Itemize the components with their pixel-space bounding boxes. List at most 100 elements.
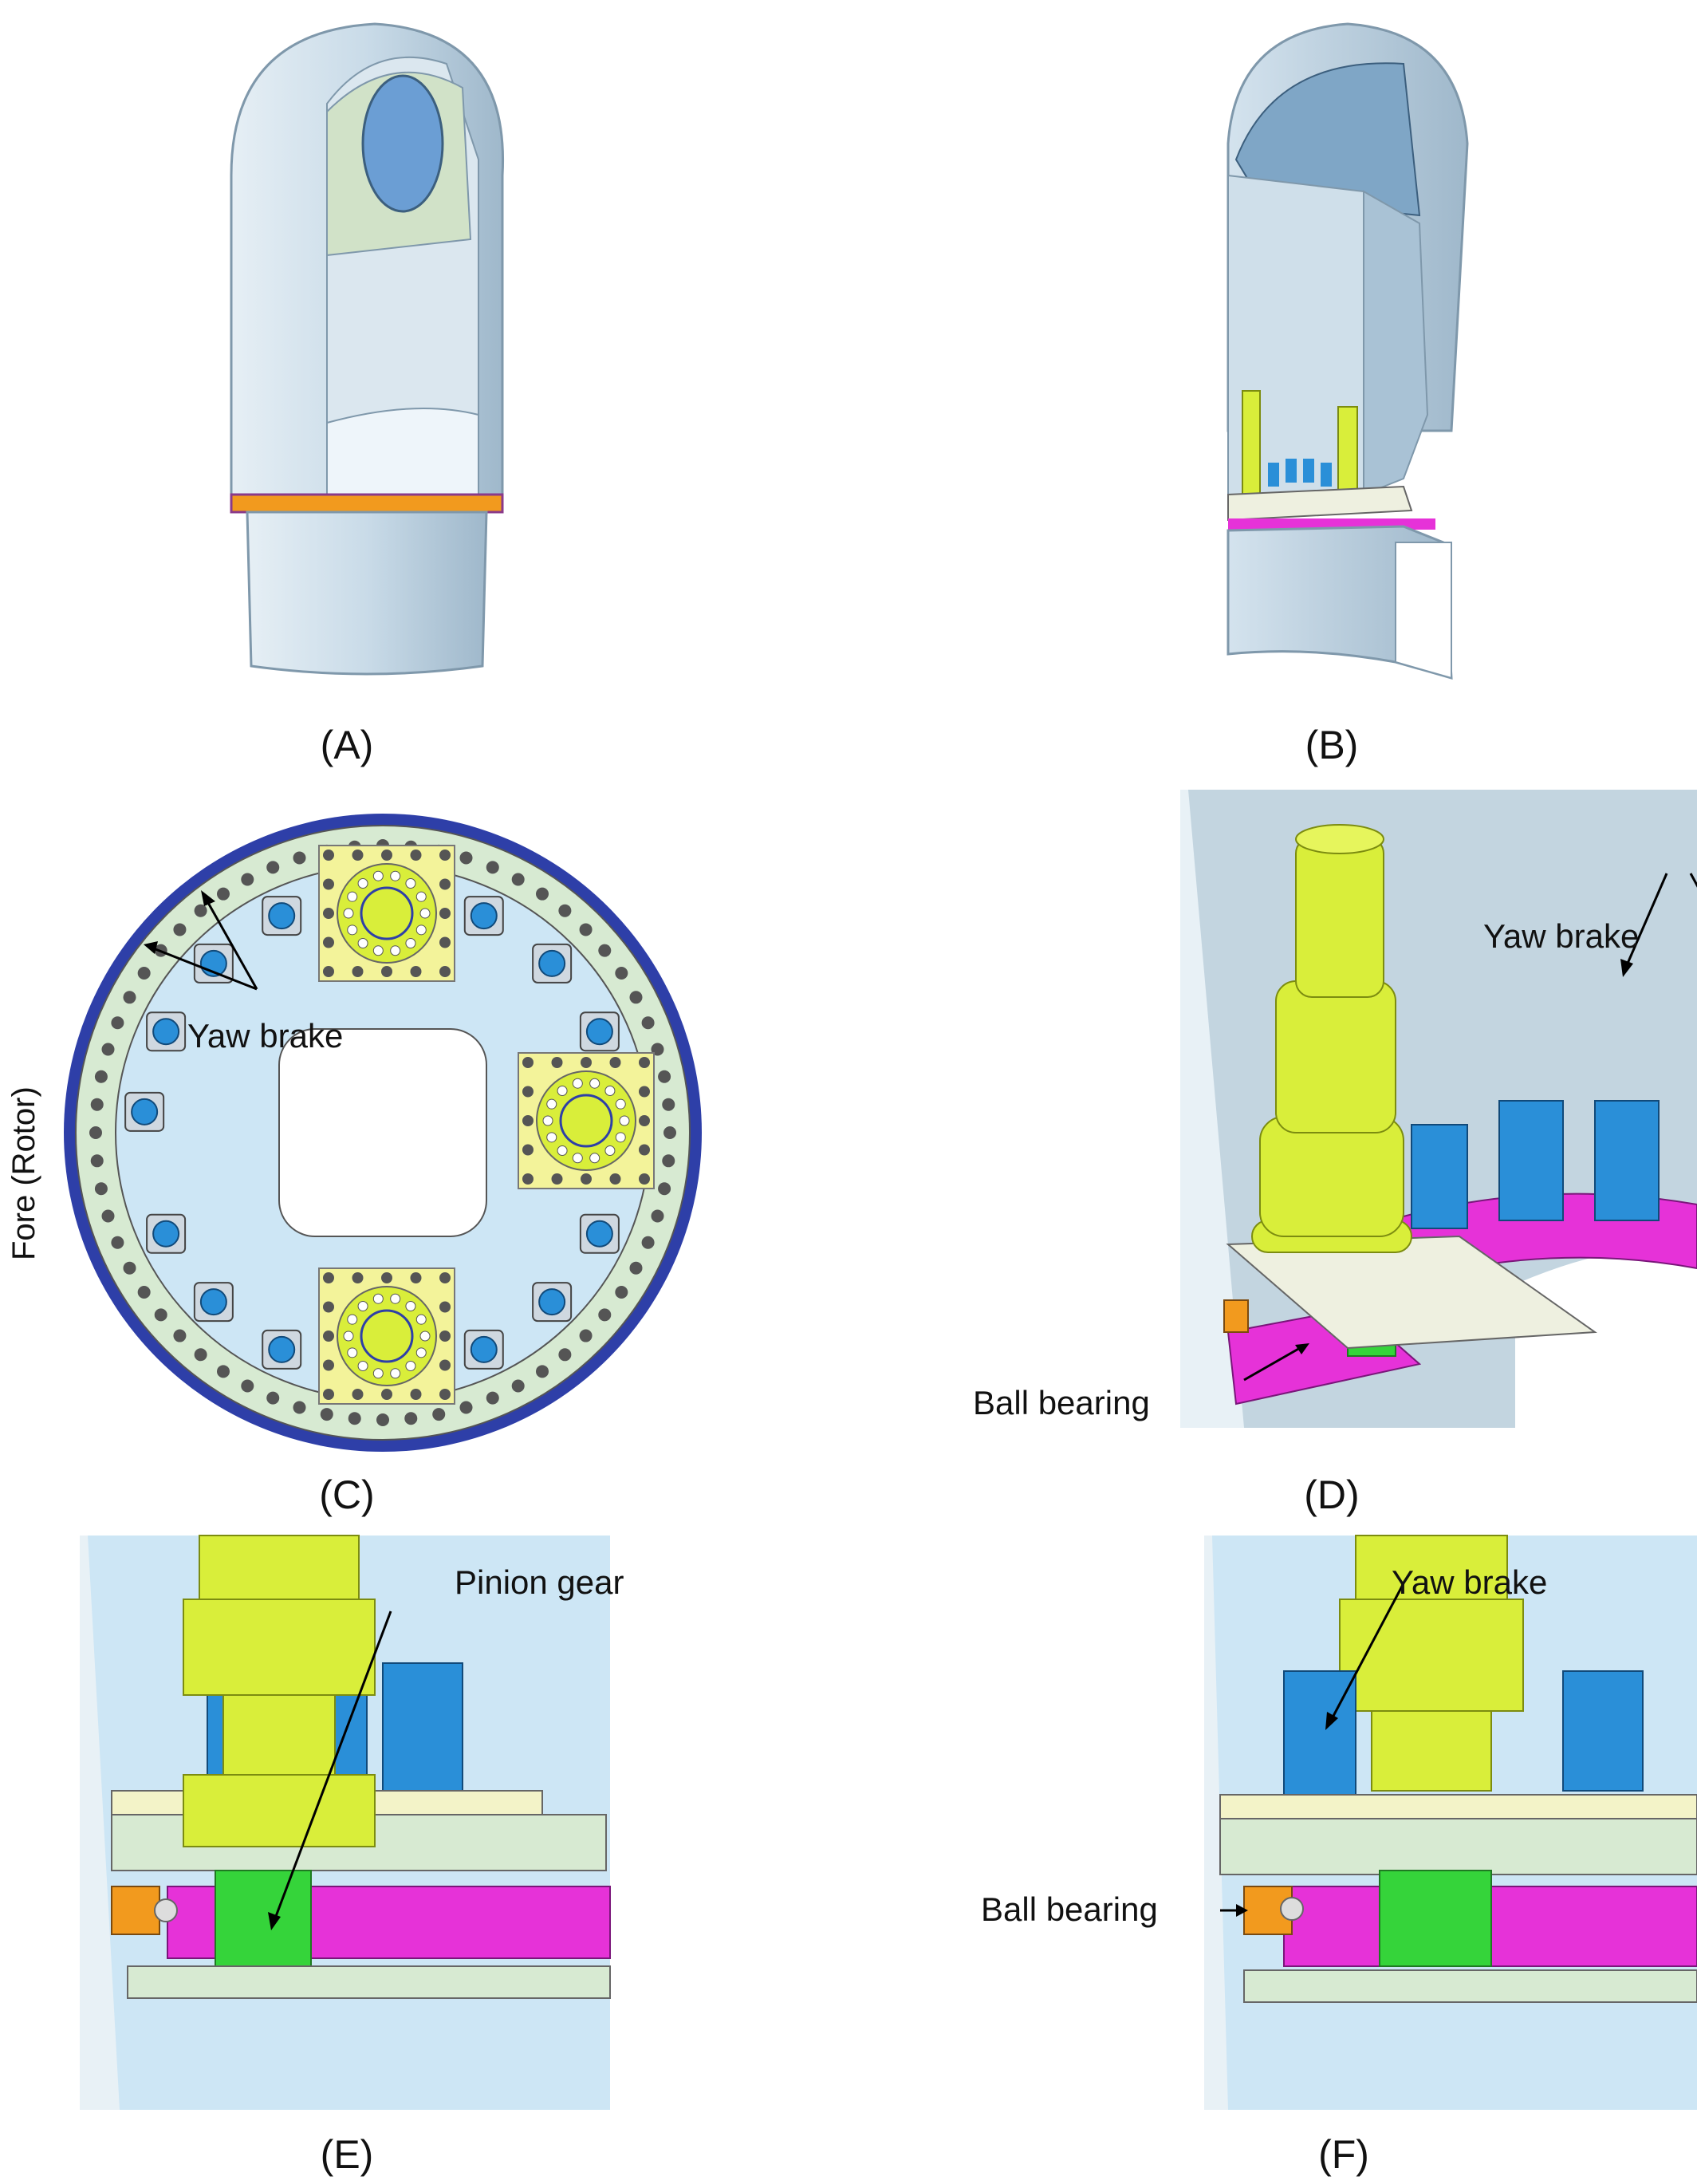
flange-bolt <box>536 887 549 901</box>
flange-bolt <box>651 1209 664 1223</box>
base-plate-e <box>127 1965 611 1999</box>
yaw-brake-unit <box>532 1282 573 1323</box>
yaw-drive-unit <box>318 1267 455 1405</box>
flange-bolt <box>459 851 473 865</box>
ball-bearing-label-d: Ball bearing <box>973 1384 1150 1421</box>
flange-bolt <box>111 1236 124 1249</box>
pinion-gear-section-drawing <box>80 1535 611 2110</box>
nacelle-wall-e <box>80 1536 120 2110</box>
yaw-brake-arrow-1 <box>206 901 258 990</box>
flange-bolt <box>123 1261 136 1275</box>
flange-bolt <box>89 1126 102 1139</box>
flange-bolt <box>101 1209 115 1223</box>
flange-bolt <box>662 1154 675 1168</box>
yaw-brake-unit <box>579 1011 620 1052</box>
panel-b-label: (B) <box>1305 723 1359 767</box>
flange-bolt <box>216 887 230 901</box>
ball-bearing-arrowhead-d <box>1295 1343 1309 1354</box>
nacelle-exterior-drawing <box>230 22 505 676</box>
flange-bolt <box>241 1379 254 1393</box>
cutaway-tower-inner <box>1395 542 1452 680</box>
flange-bolt <box>348 1412 361 1425</box>
cutaway-brake-2 <box>1286 459 1297 483</box>
panel-c-label: (C) <box>319 1472 375 1517</box>
flange-bolt <box>536 1365 549 1378</box>
cutaway-right-wall <box>1363 190 1429 496</box>
panel-f-label: (F) <box>1318 2132 1369 2177</box>
flange-bolt-ring <box>89 839 676 1426</box>
cutaway-drive-left <box>1242 390 1261 495</box>
ball-bearing-label-f: Ball bearing <box>981 1890 1158 1928</box>
panel-e <box>80 1535 611 2110</box>
drive-f-top <box>1355 1535 1508 1600</box>
flange-f <box>1219 1818 1697 1875</box>
brake-d-3 <box>1594 1100 1660 1221</box>
yaw-drive-unit <box>518 1052 655 1189</box>
nacelle-cutaway-drawing <box>1226 22 1469 680</box>
ball-bearing-arrow-d <box>1243 1346 1301 1382</box>
drive-e-collar <box>183 1774 376 1847</box>
cutaway-top-opening <box>1234 62 1421 217</box>
flange-bolt <box>629 1261 643 1275</box>
drive-e-mid <box>183 1599 376 1696</box>
nacelle-cutout <box>326 408 479 495</box>
flange-bolt <box>293 851 306 865</box>
cutaway-drive-right <box>1337 406 1358 495</box>
flange-bolt <box>579 1329 593 1342</box>
panel-e-label: (E) <box>320 2132 374 2177</box>
panel-c: Yaw brake <box>56 806 710 1460</box>
flange-bolt <box>137 966 151 980</box>
yaw-brake-unit <box>463 896 504 936</box>
yaw-brake-unit <box>146 1213 187 1254</box>
flange-bolt <box>94 1182 108 1196</box>
flange-bolt <box>173 923 187 936</box>
cutaway-brake-1 <box>1268 463 1279 487</box>
flange-bolt <box>658 1070 671 1083</box>
pinion-gear-arrow <box>274 1610 392 1919</box>
flange-bolt <box>266 861 280 874</box>
yaw-brake-unit <box>579 1213 620 1254</box>
panel-f <box>1204 1535 1697 2110</box>
flange-bolt <box>641 1016 655 1030</box>
flange-bolt <box>511 1379 525 1393</box>
flange-bolt <box>579 923 593 936</box>
panel-d-label: (D) <box>1304 1472 1360 1517</box>
yaw-drive-detail-drawing <box>1180 790 1697 1428</box>
yaw-brake-unit <box>146 1011 187 1052</box>
flange-bolt <box>432 1408 446 1421</box>
flange-bolt <box>459 1401 473 1414</box>
yaw-brake-unit <box>193 943 234 984</box>
yaw-brake-unit <box>532 943 573 984</box>
nacelle-wall <box>1180 790 1244 1428</box>
pinion-gear-label: Pinion gear <box>455 1563 624 1601</box>
panel-a <box>207 16 526 686</box>
flange-bolt <box>658 1182 671 1196</box>
yaw-brake-unit <box>124 1091 165 1132</box>
yaw-brake-unit <box>262 1329 302 1370</box>
cutaway-brake-4 <box>1321 463 1332 487</box>
flange-bolt <box>266 1391 280 1405</box>
yaw-brake-arrow-d-1 <box>1625 873 1668 966</box>
flange-bolt <box>194 904 207 917</box>
yaw-plate-top-view <box>64 814 702 1452</box>
yaw-brake-arrowhead-d-1 <box>1620 959 1633 977</box>
yaw-brake-arrowhead-1 <box>201 890 215 906</box>
center-hatch <box>278 1028 487 1237</box>
flange-bolt <box>194 1348 207 1362</box>
ball-bearing-orange-e <box>111 1886 160 1935</box>
yaw-brake-label-c: Yaw brake <box>187 1017 344 1055</box>
flange-bolt <box>598 1308 612 1322</box>
flange-bolt <box>94 1070 108 1083</box>
brake-d-1 <box>1411 1124 1468 1229</box>
yaw-brake-unit <box>463 1329 504 1370</box>
flange-bolt <box>641 1236 655 1249</box>
brake-d-2 <box>1498 1100 1564 1221</box>
flange-bolt <box>404 1412 418 1425</box>
yaw-brake-unit <box>193 1282 234 1323</box>
flange-bolt <box>598 944 612 957</box>
flange-bolt <box>101 1043 115 1056</box>
pinion-f <box>1379 1870 1492 1967</box>
drive-motor-mid <box>1275 980 1396 1133</box>
drive-motor-lower <box>1259 1116 1404 1237</box>
flange-bolt <box>137 1286 151 1299</box>
